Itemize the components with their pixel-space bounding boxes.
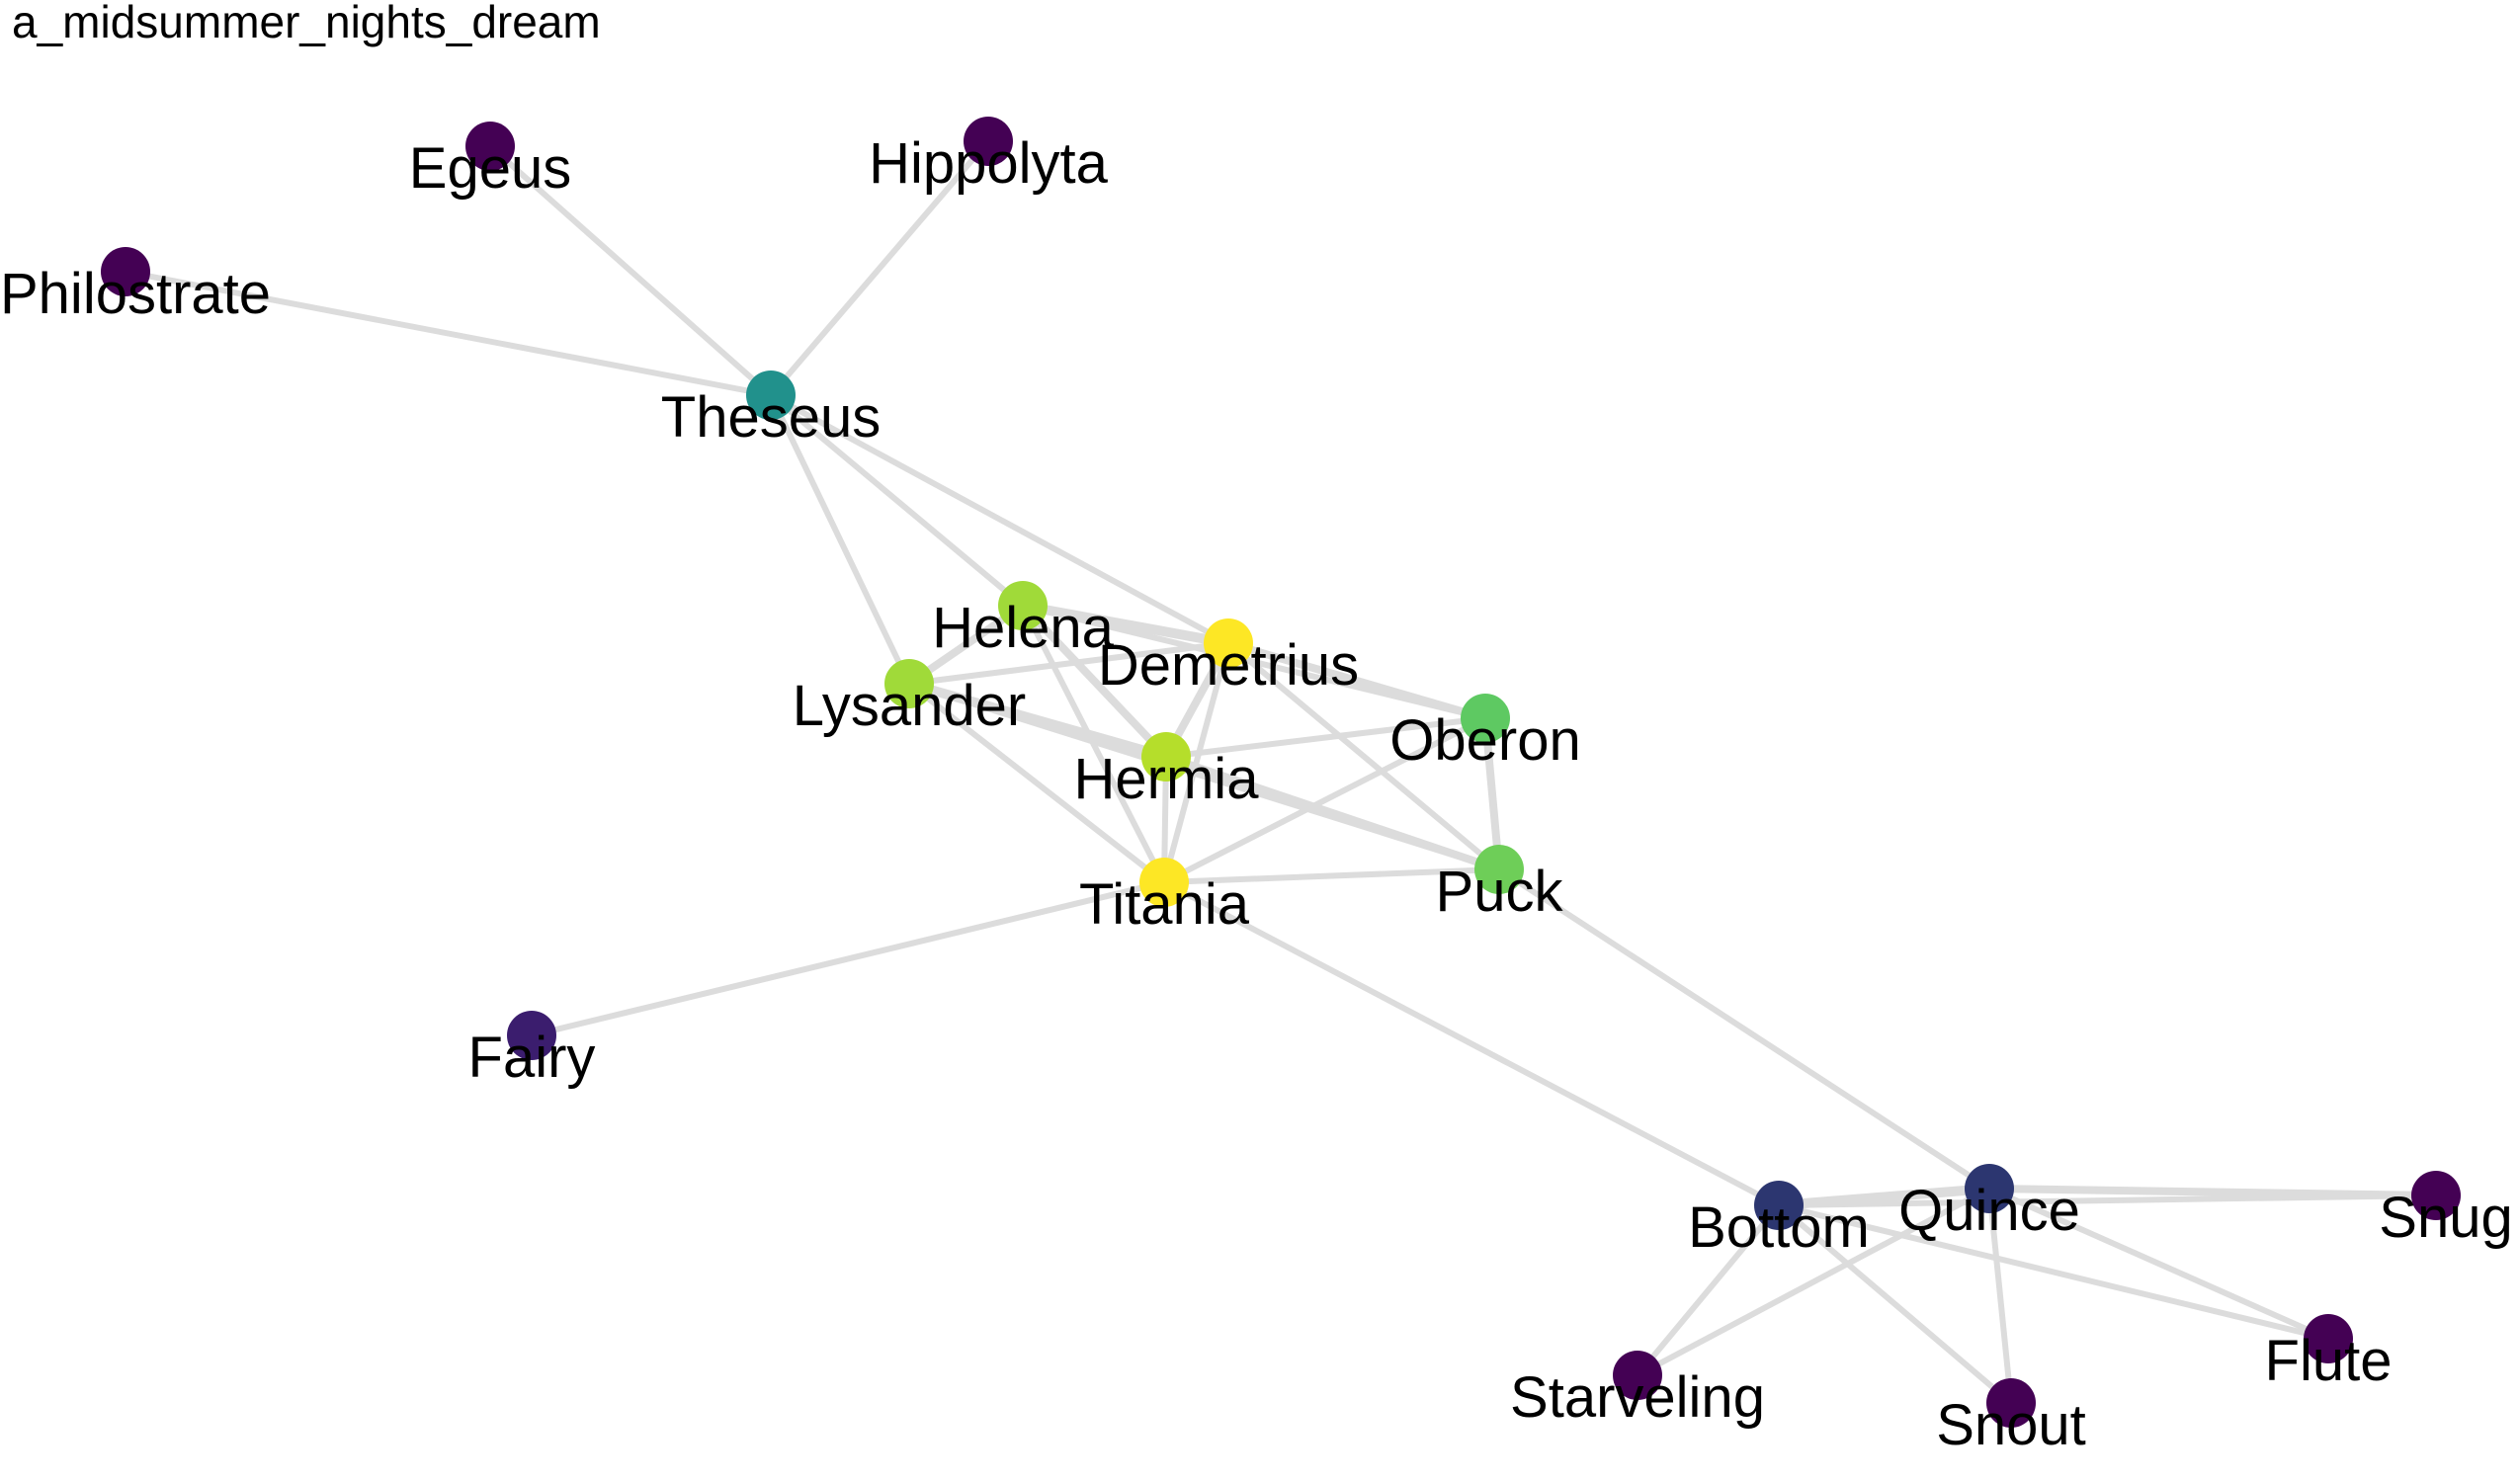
nodes-layer	[101, 117, 2461, 1428]
node-label-puck: Puck	[1436, 860, 1564, 924]
edge-lysander-titania	[906, 681, 1167, 885]
node-label-snout: Snout	[1936, 1393, 2086, 1457]
node-label-quince: Quince	[1898, 1179, 2080, 1243]
node-snug[interactable]	[2411, 1171, 2461, 1220]
edge-helena-hermia	[1019, 602, 1170, 761]
edge-philostrate-theseus	[123, 269, 774, 398]
edge-theseus-helena	[768, 392, 1026, 609]
edge-demetrius-lysander	[906, 640, 1231, 687]
edge-bottom-flute	[1776, 1202, 2331, 1342]
edge-bottom-snout	[1776, 1202, 2014, 1406]
edge-theseus-lysander	[768, 392, 912, 687]
edge-oberon-puck	[1481, 714, 1503, 873]
node-lysander[interactable]	[884, 659, 934, 708]
node-titania[interactable]	[1139, 858, 1189, 907]
edge-quince-flute	[1986, 1186, 2331, 1342]
node-theseus[interactable]	[746, 370, 796, 420]
edge-quince-snout	[1986, 1186, 2014, 1406]
labels-layer: Egeus HippolytaPhilostrateTheseusHelenaDe…	[0, 131, 2513, 1457]
edge-egeus-theseus	[487, 143, 774, 398]
edge-quince-snug	[1985, 1185, 2440, 1199]
node-quince[interactable]	[1965, 1164, 2014, 1213]
node-label-egeus: Egeus	[409, 136, 571, 201]
node-label-hermia: Hermia	[1074, 747, 1260, 811]
edge-bottom-starveling	[1635, 1202, 1782, 1378]
node-label-theseus: Theseus	[661, 385, 881, 450]
node-label-hippolyta: Hippolyta	[869, 131, 1109, 196]
node-starveling[interactable]	[1613, 1351, 1662, 1400]
edges-layer	[123, 138, 2440, 1406]
edge-titania-bottom	[1161, 879, 1782, 1208]
edge-theseus-demetrius	[768, 392, 1231, 646]
node-label-starveling: Starveling	[1510, 1365, 1765, 1430]
node-label-oberon: Oberon	[1389, 708, 1580, 773]
node-bottom[interactable]	[1754, 1181, 1804, 1230]
node-flute[interactable]	[2304, 1314, 2353, 1363]
edge-demetrius-puck	[1225, 640, 1502, 872]
node-label-helena: Helena	[932, 596, 1115, 660]
node-label-flute: Flute	[2265, 1329, 2393, 1393]
edge-titania-puck	[1161, 866, 1502, 885]
edge-puck-quince	[1496, 866, 1992, 1192]
node-label-demetrius: Demetrius	[1098, 633, 1359, 698]
graph-title: a_midsummer_nights_dream	[12, 0, 601, 47]
edge-hermia-puck	[1162, 753, 1503, 873]
node-label-fairy: Fairy	[468, 1026, 596, 1090]
node-label-bottom: Bottom	[1688, 1195, 1870, 1260]
node-oberon[interactable]	[1461, 694, 1510, 743]
node-snout[interactable]	[1986, 1378, 2036, 1428]
edge-quince-starveling	[1635, 1186, 1992, 1378]
node-puck[interactable]	[1474, 845, 1524, 894]
node-hippolyta[interactable]	[964, 117, 1013, 166]
edge-demetrius-oberon	[1224, 639, 1489, 722]
node-fairy[interactable]	[507, 1011, 556, 1060]
node-philostrate[interactable]	[101, 247, 150, 296]
node-label-philostrate: Philostrate	[0, 262, 271, 326]
edge-titania-fairy	[529, 879, 1167, 1038]
node-egeus[interactable]	[465, 122, 515, 171]
node-hermia[interactable]	[1141, 732, 1191, 782]
edge-hippolyta-theseus	[768, 138, 991, 398]
node-label-lysander: Lysander	[793, 674, 1026, 738]
edge-demetrius-titania	[1161, 640, 1231, 885]
node-helena[interactable]	[998, 581, 1048, 630]
node-label-snug: Snug	[2379, 1186, 2512, 1250]
edge-hermia-oberon	[1163, 715, 1488, 760]
node-demetrius[interactable]	[1204, 618, 1253, 668]
edge-oberon-titania	[1161, 715, 1488, 885]
node-label-titania: Titania	[1079, 872, 1250, 937]
